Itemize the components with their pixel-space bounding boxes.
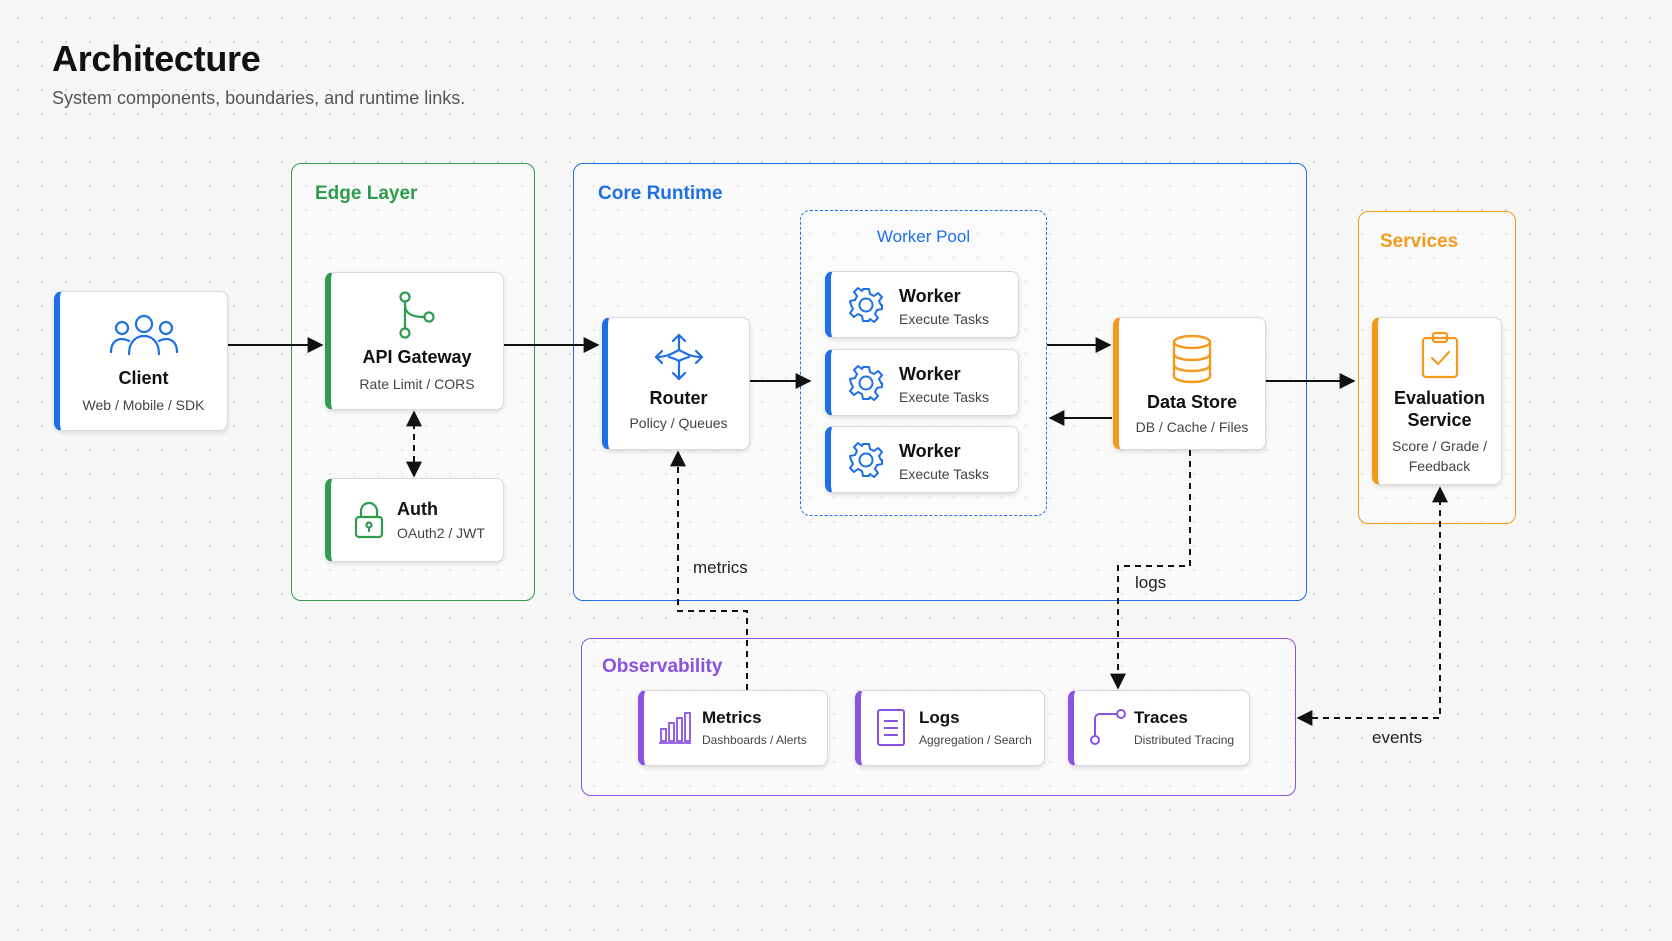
worker-subtitle: Execute Tasks — [899, 389, 990, 405]
worker-subtitle: Execute Tasks — [899, 311, 990, 327]
edge-layer-label: Edge Layer — [315, 183, 418, 204]
data-store-title: Data Store — [1146, 392, 1238, 412]
edge-metrics-router — [670, 450, 748, 690]
auth-subtitle: OAuth2 / JWT — [397, 525, 485, 541]
worker-title: Worker — [899, 286, 961, 306]
worker-node[interactable]: Worker Execute Tasks — [825, 271, 1019, 338]
traces-subtitle: Distributed Tracing — [1134, 733, 1235, 747]
trace-path-icon — [1090, 709, 1126, 745]
traces-node[interactable]: Traces Distributed Tracing — [1068, 690, 1250, 766]
metrics-subtitle: Dashboards / Alerts — [702, 733, 807, 747]
router-subtitle: Policy / Queues — [629, 415, 728, 431]
edge-evaluation-traces — [1296, 486, 1448, 726]
gear-icon — [849, 287, 883, 323]
api-gateway-subtitle: Rate Limit / CORS — [359, 376, 475, 392]
lock-icon — [354, 501, 384, 539]
bar-chart-icon — [659, 712, 691, 744]
data-store-node[interactable]: Data Store DB / Cache / Files — [1113, 317, 1266, 450]
clipboard-check-icon — [1421, 331, 1458, 379]
data-store-subtitle: DB / Cache / Files — [1135, 419, 1249, 435]
gear-icon — [849, 365, 883, 401]
services-label: Services — [1380, 231, 1459, 252]
split-arrows-icon — [654, 333, 703, 381]
api-gateway-title: API Gateway — [362, 347, 472, 367]
auth-node[interactable]: Auth OAuth2 / JWT — [325, 478, 504, 562]
edge-label-logs: logs — [1135, 573, 1167, 592]
gear-icon — [849, 442, 883, 478]
client-node[interactable]: Client Web / Mobile / SDK — [54, 291, 228, 431]
evaluation-subtitle-line1: Score / Grade / — [1392, 438, 1487, 454]
api-gateway-node[interactable]: API Gateway Rate Limit / CORS — [325, 272, 504, 410]
logs-title: Logs — [919, 708, 960, 727]
evaluation-subtitle-line2: Feedback — [1408, 458, 1471, 474]
database-icon — [1172, 334, 1212, 384]
observability-label: Observability — [602, 656, 723, 677]
evaluation-title-line1: Evaluation — [1393, 388, 1486, 408]
document-icon — [877, 709, 905, 746]
users-icon — [109, 314, 178, 356]
client-subtitle: Web / Mobile / SDK — [82, 397, 205, 413]
edge-label-events: events — [1372, 728, 1423, 747]
metrics-title: Metrics — [702, 708, 762, 727]
client-title: Client — [118, 368, 169, 388]
logs-subtitle: Aggregation / Search — [919, 733, 1032, 747]
evaluation-title-line2: Service — [1407, 410, 1472, 430]
evaluation-service-node[interactable]: Evaluation Service Score / Grade / Feedb… — [1372, 317, 1502, 485]
core-runtime-label: Core Runtime — [598, 183, 723, 204]
logs-node[interactable]: Logs Aggregation / Search — [855, 690, 1045, 766]
page-subtitle: System components, boundaries, and runti… — [52, 88, 466, 108]
worker-title: Worker — [899, 364, 961, 384]
worker-pool-label: Worker Pool — [876, 227, 971, 246]
router-node[interactable]: Router Policy / Queues — [602, 317, 750, 450]
worker-subtitle: Execute Tasks — [899, 466, 990, 482]
edge-label-metrics: metrics — [693, 558, 748, 577]
metrics-node[interactable]: Metrics Dashboards / Alerts — [638, 690, 828, 766]
worker-node[interactable]: Worker Execute Tasks — [825, 349, 1019, 416]
worker-node[interactable]: Worker Execute Tasks — [825, 426, 1019, 493]
traces-title: Traces — [1134, 708, 1188, 727]
edge-datastore-traces — [1110, 450, 1191, 690]
worker-title: Worker — [899, 441, 961, 461]
page-title: Architecture — [52, 38, 261, 79]
auth-title: Auth — [397, 499, 438, 519]
branch-icon — [399, 291, 435, 339]
router-title: Router — [649, 388, 708, 408]
